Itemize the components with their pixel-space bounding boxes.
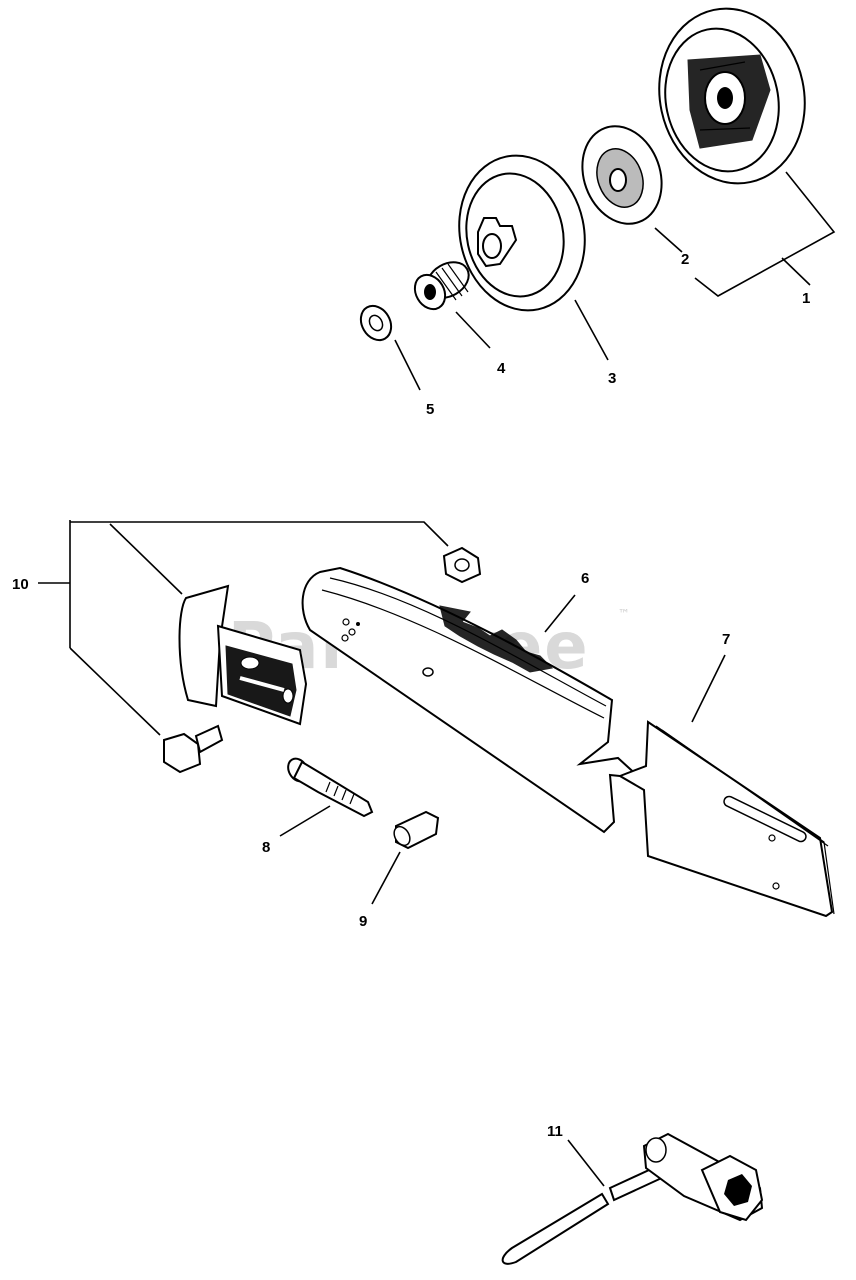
part-10-side-cover xyxy=(178,584,308,726)
watermark-trademark: ™ xyxy=(618,607,630,621)
callout-9: 9 xyxy=(359,913,367,930)
part-6-guide-bar xyxy=(301,566,643,834)
part-4-needle-bearing xyxy=(413,261,470,311)
callout-2: 2 xyxy=(681,251,689,268)
part-10-nut xyxy=(442,546,482,584)
callout-10: 10 xyxy=(12,576,29,593)
part-8-adjuster-screw xyxy=(287,757,374,818)
part-5-washer xyxy=(359,304,393,342)
leader-lines-middle xyxy=(38,520,726,905)
callout-8: 8 xyxy=(262,839,270,856)
leader-line-11 xyxy=(567,1139,605,1187)
callout-1: 1 xyxy=(802,290,810,307)
callout-4: 4 xyxy=(497,360,506,377)
callout-7: 7 xyxy=(722,631,730,648)
callout-6: 6 xyxy=(581,570,589,587)
callout-numbers: 1 2 3 4 5 6 7 8 9 10 11 xyxy=(12,251,810,1140)
callout-11: 11 xyxy=(547,1123,563,1140)
part-1-clutch-drum xyxy=(658,7,806,185)
callout-3: 3 xyxy=(608,370,616,387)
part-2-washer-plate xyxy=(581,125,663,225)
leader-lines-top xyxy=(394,171,836,391)
callout-5: 5 xyxy=(426,401,434,418)
part-11-wrench xyxy=(501,1132,764,1265)
part-10-bolt xyxy=(163,724,224,774)
part-7-bar-cover xyxy=(617,720,835,918)
part-3-sprocket-drum xyxy=(458,154,586,312)
part-9-adjuster-nut xyxy=(393,810,440,850)
